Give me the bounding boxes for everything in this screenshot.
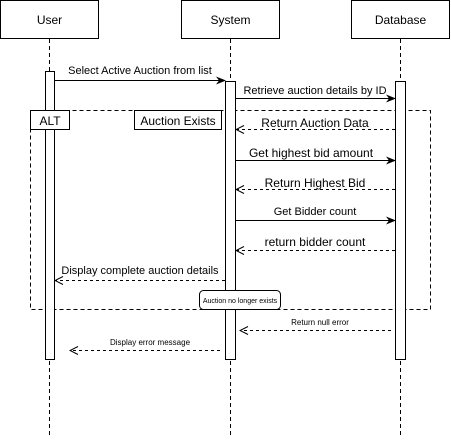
message-label-display-error: Display error message (110, 338, 191, 347)
message-label-return-highest-bid: Return Highest Bid (265, 176, 366, 190)
database-activation-bar (395, 81, 406, 360)
participant-user[interactable]: User (0, 0, 99, 39)
user-activation-bar (45, 71, 55, 360)
message-label-return-null-error: Return null error (291, 318, 349, 327)
system-activation-bar (225, 81, 236, 360)
message-label-return-auction-data: Return Auction Data (261, 116, 369, 130)
message-label-get-bidder-count: Get Bidder count (274, 206, 357, 218)
message-label-return-bidder-count: return bidder count (265, 235, 366, 249)
participant-database[interactable]: Database (351, 0, 450, 39)
alt-operator-tag: ALT (30, 110, 70, 130)
alt-guard-tag: Auction Exists (134, 110, 222, 130)
alt-operator-label: ALT (39, 114, 61, 128)
else-guard-tag: Auction no longer exists (199, 290, 281, 310)
message-label-get-highest-bid: Get highest bid amount (249, 146, 374, 160)
participant-user-label: User (37, 13, 62, 27)
participant-database-label: Database (375, 13, 427, 27)
participant-system[interactable]: System (181, 0, 280, 39)
alt-guard-label: Auction Exists (140, 114, 215, 128)
message-label-select-auction: Select Active Auction from list (68, 65, 212, 77)
message-label-retrieve-details: Retrieve auction details by ID (243, 85, 386, 97)
message-label-display-auction-details: Display complete auction details (61, 265, 219, 277)
else-guard-label: Auction no longer exists (203, 298, 278, 305)
participant-system-label: System (210, 13, 250, 27)
